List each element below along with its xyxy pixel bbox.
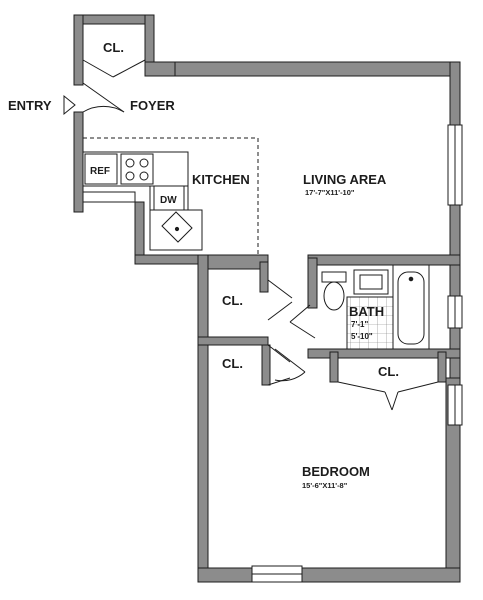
foyer-label: FOYER: [130, 98, 175, 113]
wall-bath-top: [307, 254, 461, 266]
dishwasher-label: DW: [160, 195, 177, 206]
toilet-tank: [321, 271, 347, 283]
wall-closet2-right: [261, 344, 271, 386]
entry-arrow-icon: [63, 94, 76, 116]
wall-closet-left: [73, 14, 84, 86]
bath-fixtures: [321, 264, 430, 350]
bedroom-label: BEDROOM: [302, 464, 370, 479]
window-bedroom-bottom: [251, 565, 303, 583]
refrigerator: [84, 153, 118, 185]
burner-icon: [125, 158, 135, 168]
wall-closet1-bottom: [197, 336, 269, 346]
wall-foyer-left: [73, 111, 84, 213]
wall-bath-left: [307, 257, 318, 309]
bathtub-inner: [397, 271, 425, 345]
wall-living-top: [174, 61, 461, 77]
hall-closet-upper-label: CL.: [222, 293, 243, 308]
window-living: [447, 124, 463, 206]
windows: [251, 124, 463, 583]
kitchen: [82, 137, 259, 255]
refrigerator-label: REF: [90, 166, 110, 177]
closet2-door: [267, 344, 291, 386]
window-bath: [447, 295, 463, 329]
burner-icon: [139, 158, 149, 168]
bath-label: BATH: [349, 304, 384, 319]
kitchen-dashed-boundary: [83, 137, 259, 255]
counter-strip: [82, 191, 136, 203]
foyer-closet-label: CL.: [103, 40, 124, 55]
bedroom-closet-doors: [337, 381, 439, 411]
labels: ENTRY CL. FOYER KITCHEN REF DW LIVING AR…: [8, 40, 399, 490]
wall-kitchen-bottom: [134, 254, 201, 265]
wall-closet-stub: [144, 61, 176, 77]
wall-bedroom-bottom: [197, 567, 461, 583]
bath-sink-basin: [359, 274, 383, 290]
doors: [82, 59, 439, 411]
bath-door: [289, 304, 316, 339]
foyer-closet-door: [82, 59, 146, 78]
kitchen-label: KITCHEN: [192, 172, 250, 187]
entry-label: ENTRY: [8, 98, 52, 113]
wall-hall-left: [197, 254, 209, 581]
dishwasher: [153, 185, 185, 212]
closet1-door: [267, 279, 293, 321]
burner-icon: [125, 171, 135, 181]
window-bedroom-side: [447, 384, 463, 426]
wall-bedroom-closet-right: [437, 351, 447, 383]
living-area-dims: 17'-7"X11'-10": [305, 188, 355, 197]
entry-door: [82, 82, 125, 113]
living-area-label: LIVING AREA: [303, 172, 387, 187]
tub-drain-icon: [408, 276, 414, 282]
bedroom-dims: 15'-6"X11'-8": [302, 481, 348, 490]
bath-tile-floor: [346, 296, 394, 350]
drain-icon: [174, 226, 180, 232]
stove: [120, 153, 154, 185]
burner-icon: [139, 171, 149, 181]
wall-bedroom-closet-left: [329, 351, 339, 383]
bath-dims-2: 5'-10": [351, 332, 373, 341]
wall-closet-right: [144, 14, 155, 66]
bedroom-door: [274, 348, 306, 382]
wall-closet1-right: [259, 261, 269, 293]
bath-dims-1: 7'-1": [351, 320, 368, 329]
hall-closet-lower-label: CL.: [222, 356, 243, 371]
toilet-bowl: [323, 281, 345, 311]
wall-closet-top: [73, 14, 155, 25]
bedroom-closet-label: CL.: [378, 364, 399, 379]
